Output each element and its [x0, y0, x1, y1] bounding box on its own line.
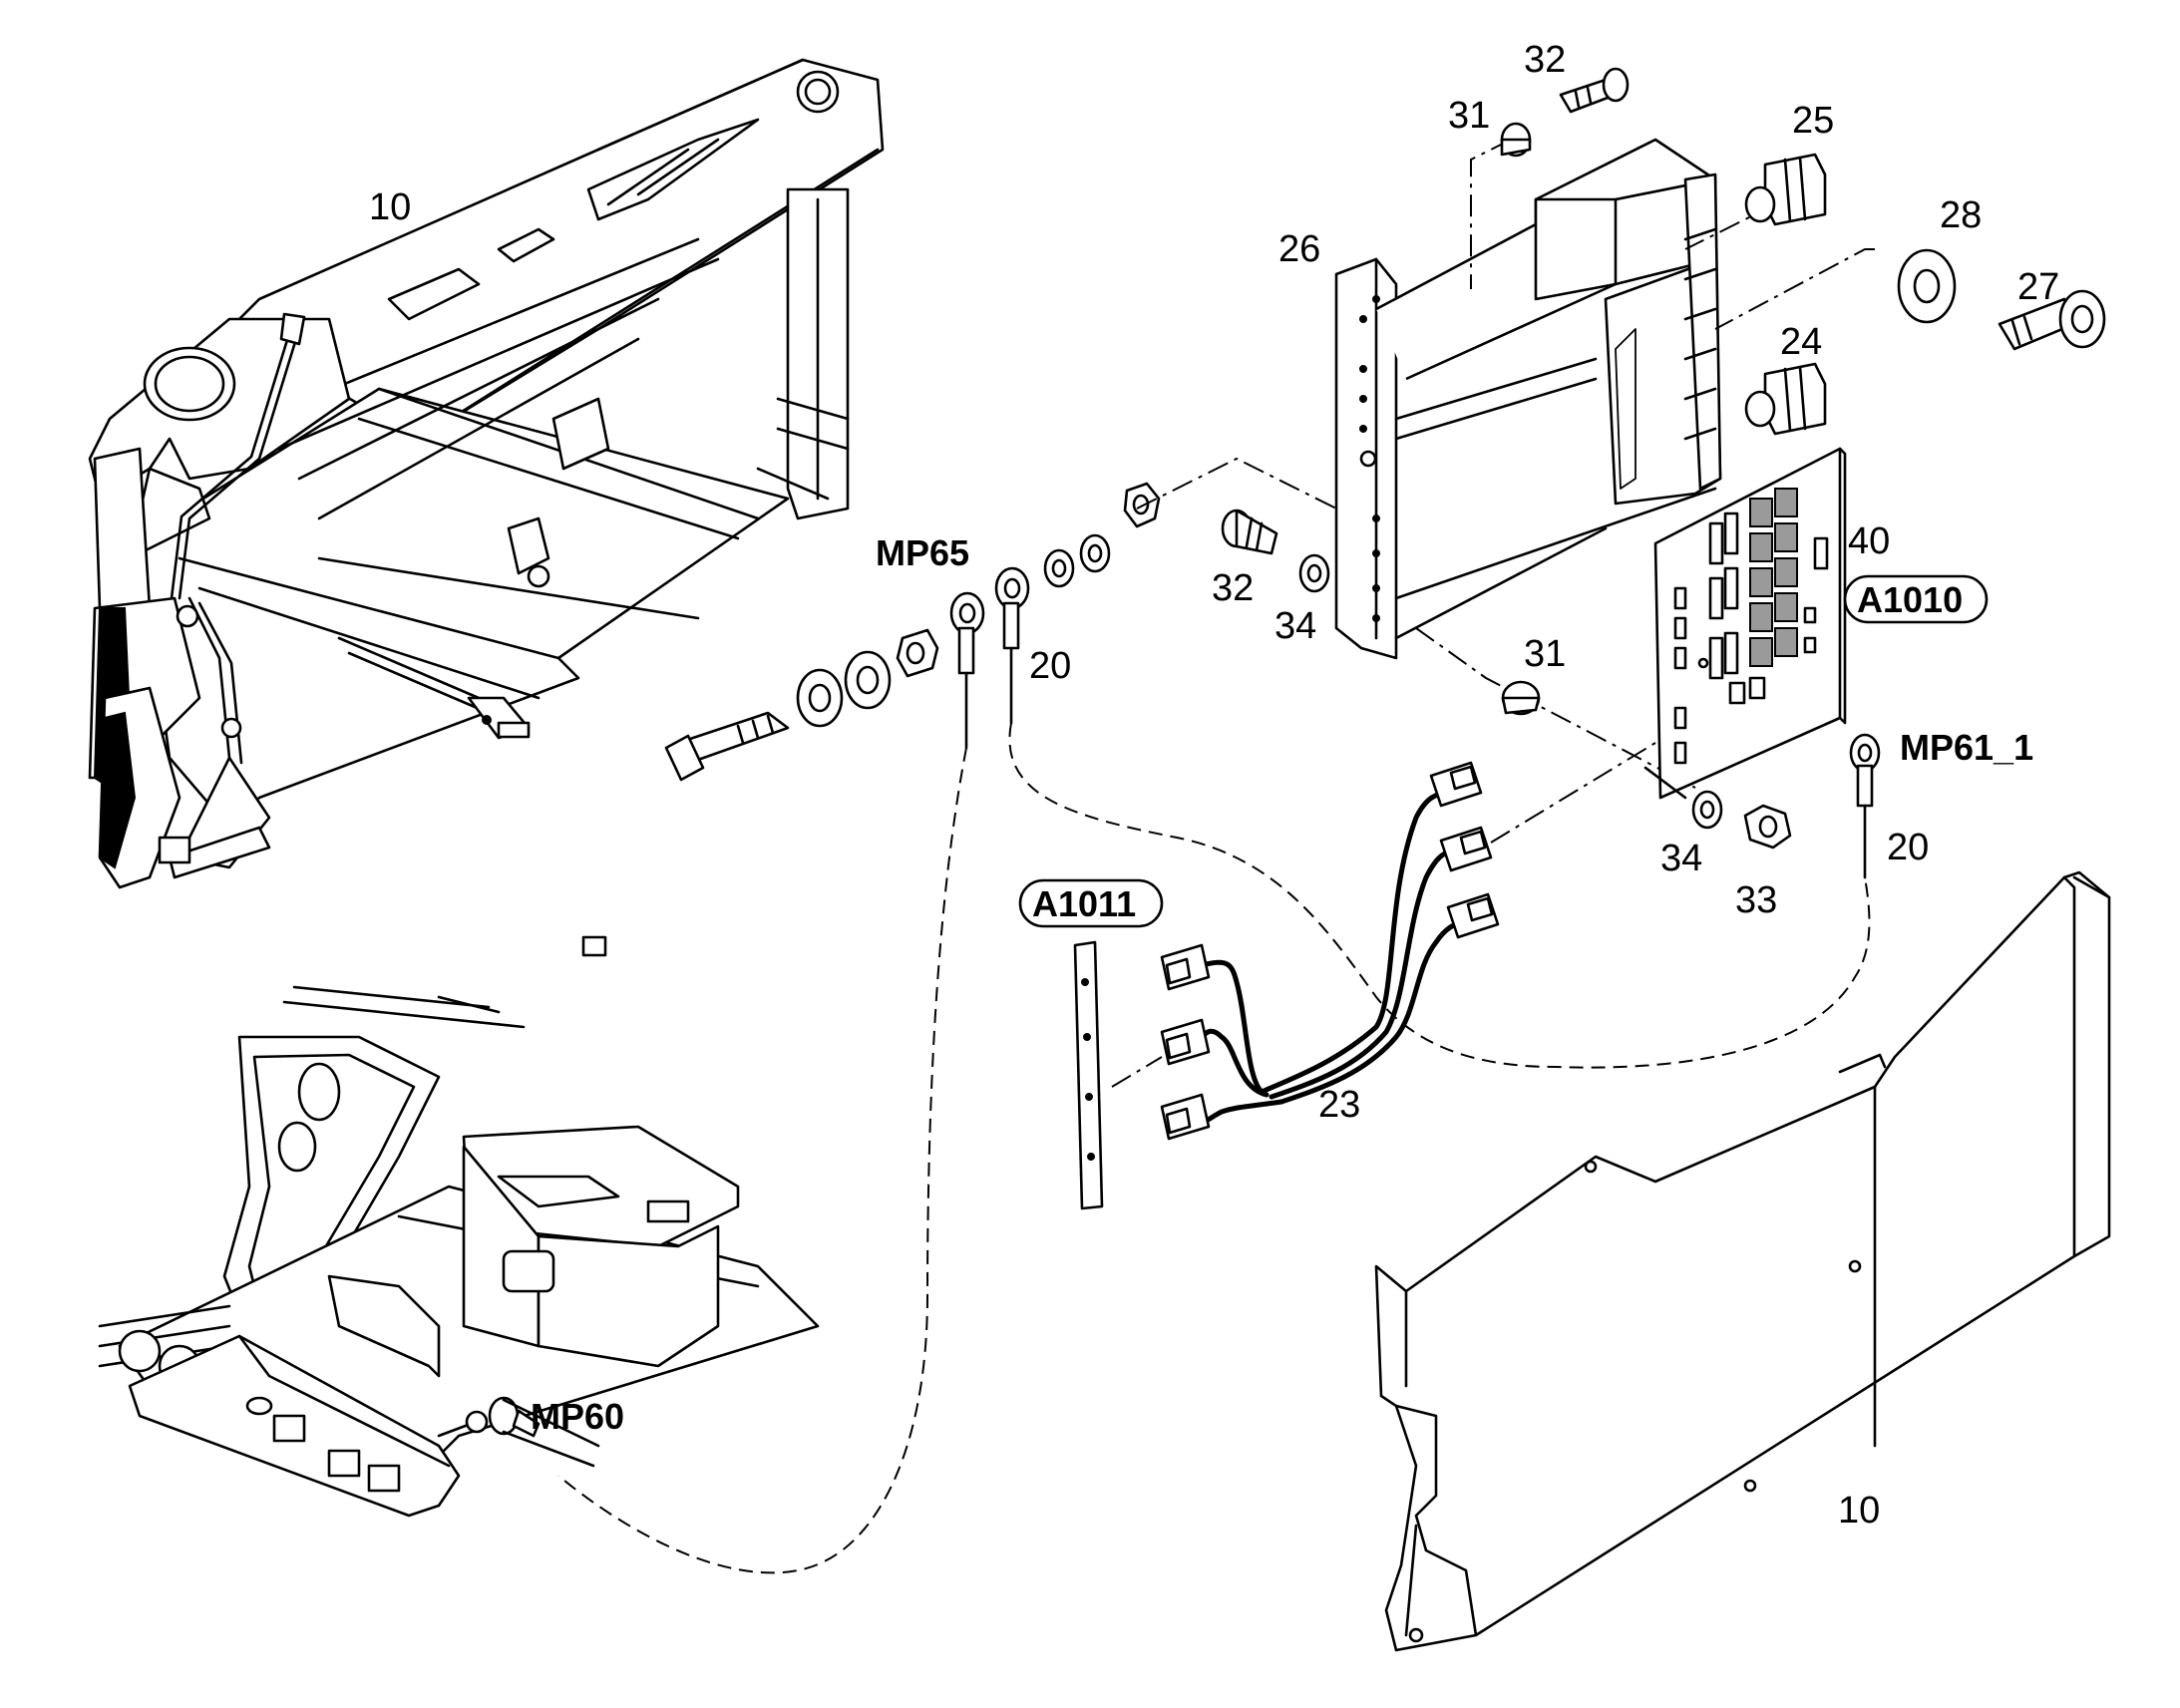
circuit-board-a1010: [1653, 447, 1847, 800]
callout-32-mid: 32: [1212, 567, 1254, 609]
callout-33: 33: [1735, 879, 1777, 921]
callout-labels: 10 10 20 20 23 24 25 26 27 28 31 31 32 3…: [369, 39, 2059, 1532]
a1010-badge-frame: [1843, 574, 1989, 624]
callout-32-top: 32: [1524, 39, 1566, 81]
wire-harness: [1160, 761, 1500, 1141]
a1011-label: A1011: [1032, 883, 1136, 924]
a1010-label: A1010: [1857, 579, 1963, 620]
callout-34-bottom: 34: [1660, 838, 1702, 879]
spacer-centerline-mid: [1415, 627, 1696, 789]
callout-27: 27: [2017, 266, 2059, 308]
mp60-label: MP60: [531, 1396, 624, 1437]
callout-31-mid: 31: [1524, 633, 1566, 675]
callout-20-left: 20: [1029, 645, 1071, 687]
terminal-strip-a1011: [1073, 940, 1104, 1210]
callout-20-right: 20: [1887, 827, 1929, 868]
callout-26: 26: [1278, 228, 1320, 270]
mp61-1-label: MP61_1: [1900, 727, 2033, 768]
callout-28: 28: [1940, 194, 1982, 236]
callout-40: 40: [1848, 520, 1890, 562]
callout-25: 25: [1792, 100, 1834, 142]
bolt-centerline: [1136, 457, 1347, 514]
measuring-point-labels: MP65 MP60 MP61_1: [531, 532, 2033, 1437]
hardware-lower-right: [1643, 733, 1881, 879]
strip-centerline: [1111, 1056, 1163, 1088]
spacer-centerline-top: [1470, 139, 1512, 289]
ground-bolt-stack: [664, 482, 1161, 782]
cab-frame-assembly: [88, 58, 885, 889]
callout-34-mid: 34: [1274, 605, 1316, 647]
module-badges: A1010 A1011: [1018, 574, 1989, 928]
mounting-bracket: [1334, 138, 1722, 660]
callout-23: 23: [1318, 1084, 1360, 1126]
a1011-badge-frame: [1018, 878, 1164, 928]
washer-centerline-28: [1714, 248, 1875, 330]
callout-10-top: 10: [369, 186, 411, 228]
ground-wire-route-harness: [1008, 722, 1871, 1069]
base-platform-assembly: [98, 935, 820, 1518]
callout-31-top: 31: [1448, 95, 1490, 137]
callout-10-bottom: 10: [1838, 1490, 1880, 1532]
callout-24: 24: [1780, 321, 1822, 363]
connector-centerline: [1490, 742, 1656, 844]
mp65-label: MP65: [876, 532, 969, 573]
side-cover-panel: [1374, 870, 2111, 1652]
hardware-upper: [1221, 67, 2106, 716]
